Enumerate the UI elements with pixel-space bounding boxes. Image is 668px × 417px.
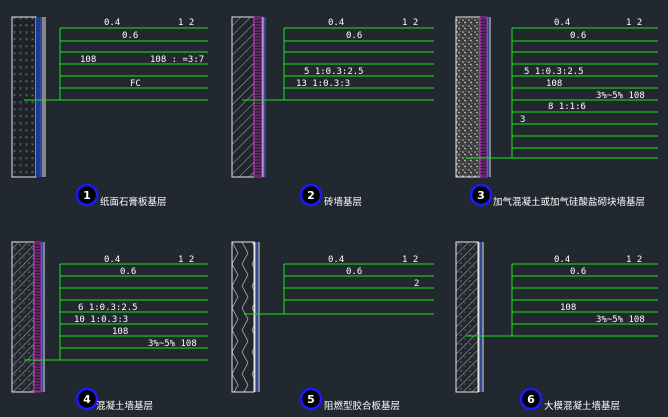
panel-4-label-2: 1 2 [178,255,194,265]
panel-3-wall-section [455,16,491,178]
panel-2-label-2: 1 2 [402,18,418,28]
panel-2: 0.4 1 2 0.6 5 1:0.3:2.5 13 1:0.3:3 2 砖墙基… [231,16,434,208]
panel-5-label-3: 0.6 [346,267,362,277]
panel-2-label-5: 13 1:0.3:3 [296,79,350,89]
panel-3-label-8: 3 [520,115,525,125]
panel-2-label-1: 0.4 [328,18,344,28]
panel-5-label-2: 1 2 [402,255,418,265]
panel-2-label-3: 0.6 [346,31,362,41]
panel-2-wall-section [231,16,266,178]
panel-5-number: 5 [307,393,315,406]
panel-1-label-2: 1 2 [178,18,194,28]
panel-3: 0.4 1 2 0.6 5 1:0.3:2.5 108 3%~5% 108 8 … [455,16,658,208]
panel-5-leader-lines [244,263,434,315]
panel-6-leader-lines [466,263,658,337]
panel-4-label-3: 0.6 [120,267,136,277]
panel-4: 0.4 1 2 0.6 6 1:0.3:2.5 10 1:0.3:3 108 3… [11,241,208,412]
panel-3-number-circle [469,183,493,207]
panel-1-caption: 1 纸面石膏板基层 [75,183,167,208]
panel-5-label-1: 0.4 [328,255,344,265]
panel-4-label-6: 108 [112,327,128,337]
panel-6-label-2: 1 2 [626,255,642,265]
panel-1-leader-lines [24,27,208,101]
panel-1-number-circle [75,183,99,207]
panel-2-number-circle [299,183,323,207]
panel-4-caption: 4 混凝土墙基层 [75,387,153,412]
panel-5: 0.4 1 2 0.6 2 5 阻燃型胶合板基层 [231,241,434,412]
panel-3-label-4: 5 1:0.3:2.5 [524,67,584,77]
panel-4-number-circle [75,387,99,411]
panel-2-label-4: 5 1:0.3:2.5 [304,67,364,77]
panel-4-caption-text: 混凝土墙基层 [96,400,153,412]
panel-2-number: 2 [307,189,315,202]
panel-2-caption: 2 砖墙基层 [299,183,362,208]
panel-1-wall-section [11,16,46,178]
panel-4-label-7: 3%~5% 108 [148,339,197,349]
panel-4-label-5: 10 1:0.3:3 [74,315,128,325]
panel-6-caption: 6 大模混凝土墙基层 [519,387,620,412]
panel-5-caption-text: 阻燃型胶合板基层 [324,400,400,412]
panel-3-caption: 3 加气混凝土或加气硅酸盐砌块墙基层 [469,183,645,208]
panel-4-number: 4 [83,393,91,406]
panel-5-wall-section [231,241,260,393]
panel-6-wall-section [455,241,484,393]
panel-3-number: 3 [477,189,485,202]
panel-2-leader-lines [242,27,434,101]
panel-3-caption-text: 加气混凝土或加气硅酸盐砌块墙基层 [493,196,645,208]
panel-5-caption: 5 阻燃型胶合板基层 [299,387,400,412]
panel-2-caption-text: 砖墙基层 [324,196,362,208]
panel-4-label-4: 6 1:0.3:2.5 [78,303,138,313]
panel-6-caption-text: 大模混凝土墙基层 [544,400,620,412]
panel-3-label-6: 3%~5% 108 [596,91,645,101]
panel-3-leader-lines [466,27,658,159]
panel-1-label-6: FC [130,79,141,89]
panel-3-label-7: 8 1:1:6 [548,102,586,112]
panel-3-label-2: 1 2 [626,18,642,28]
panel-4-leader-lines [24,263,208,361]
panel-5-label-4: 2 [414,279,419,289]
panel-3-label-1: 0.4 [554,18,570,28]
panel-6-label-5: 3%~5% 108 [596,315,645,325]
panel-6-label-3: 0.6 [570,267,586,277]
panel-3-label-3: 0.6 [570,31,586,41]
panel-1-caption-text: 纸面石膏板基层 [100,196,167,208]
panel-6-label-4: 108 [560,303,576,313]
panel-6-number-circle [519,387,543,411]
panel-1-label-5: 108 : =3:7 [150,55,204,65]
panel-4-wall-section [11,241,45,393]
panel-1-label-4: 108 [80,55,96,65]
panel-3-label-5: 108 [546,79,562,89]
panel-5-number-circle [299,387,323,411]
panel-1-label-3: 0.6 [122,31,138,41]
panel-1-label-1: 0.4 [104,18,120,28]
panel-4-label-1: 0.4 [104,255,120,265]
panel-6-label-1: 0.4 [554,255,570,265]
panel-6: 0.4 1 2 0.6 108 3%~5% 108 6 大模混凝土墙基层 [455,241,658,412]
panel-1: 0.4 1 2 0.6 108 108 : =3:7 FC 1 纸面石膏板基层 [11,16,208,208]
panel-1-number: 1 [83,189,91,202]
panel-6-number: 6 [527,393,535,406]
